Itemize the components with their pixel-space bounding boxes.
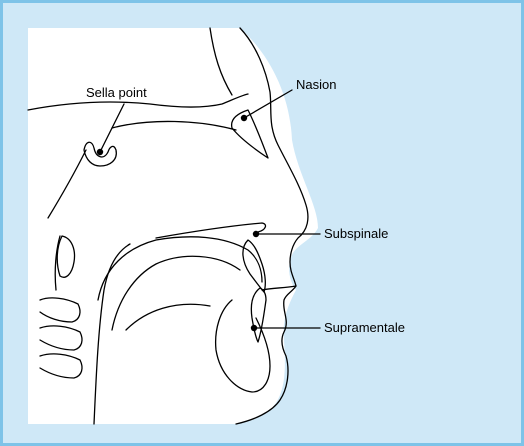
- subspinale-label: Subspinale: [324, 226, 388, 241]
- nasion-point-marker: [241, 115, 247, 121]
- supramentale-label: Supramentale: [324, 320, 405, 335]
- diagram-white-area: [28, 28, 318, 424]
- subspinale-point-marker: [253, 231, 259, 237]
- supramentale-point-marker: [251, 325, 257, 331]
- sella-point-label: Sella point: [86, 85, 147, 100]
- nasion-label: Nasion: [296, 77, 336, 92]
- sella-point-marker: [97, 149, 103, 155]
